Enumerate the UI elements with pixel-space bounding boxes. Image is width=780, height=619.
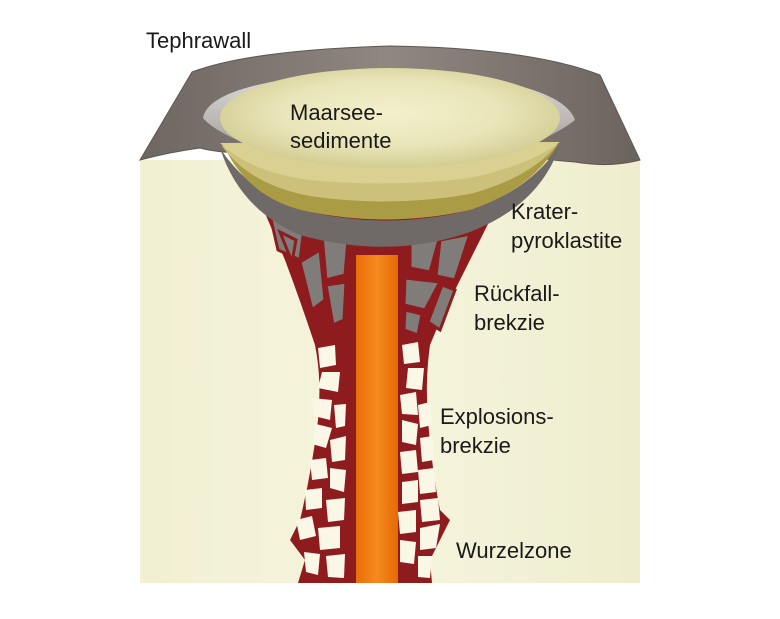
fallback-breccia [268, 213, 473, 338]
label-tephrawall: Tephrawall [146, 28, 251, 53]
feeder-dyke [356, 255, 398, 583]
label-maarsee-line2: sedimente [290, 128, 392, 153]
label-rueckfall-line1: Rückfall- [474, 281, 560, 306]
maar-lake-surface [220, 68, 560, 168]
label-maarsee-line1: Maarsee- [290, 100, 383, 125]
crater-pyroclastite-layer [220, 145, 560, 247]
label-wurzelzone: Wurzelzone [456, 538, 572, 563]
label-explosions-line1: Explosions- [440, 404, 554, 429]
explosion-breccia-clasts [296, 342, 440, 578]
label-rueckfall-line2: brekzie [474, 310, 545, 335]
label-krater-line2: pyroklastite [511, 228, 622, 253]
label-explosions-line2: brekzie [440, 433, 511, 458]
label-krater-line1: Krater- [511, 199, 578, 224]
